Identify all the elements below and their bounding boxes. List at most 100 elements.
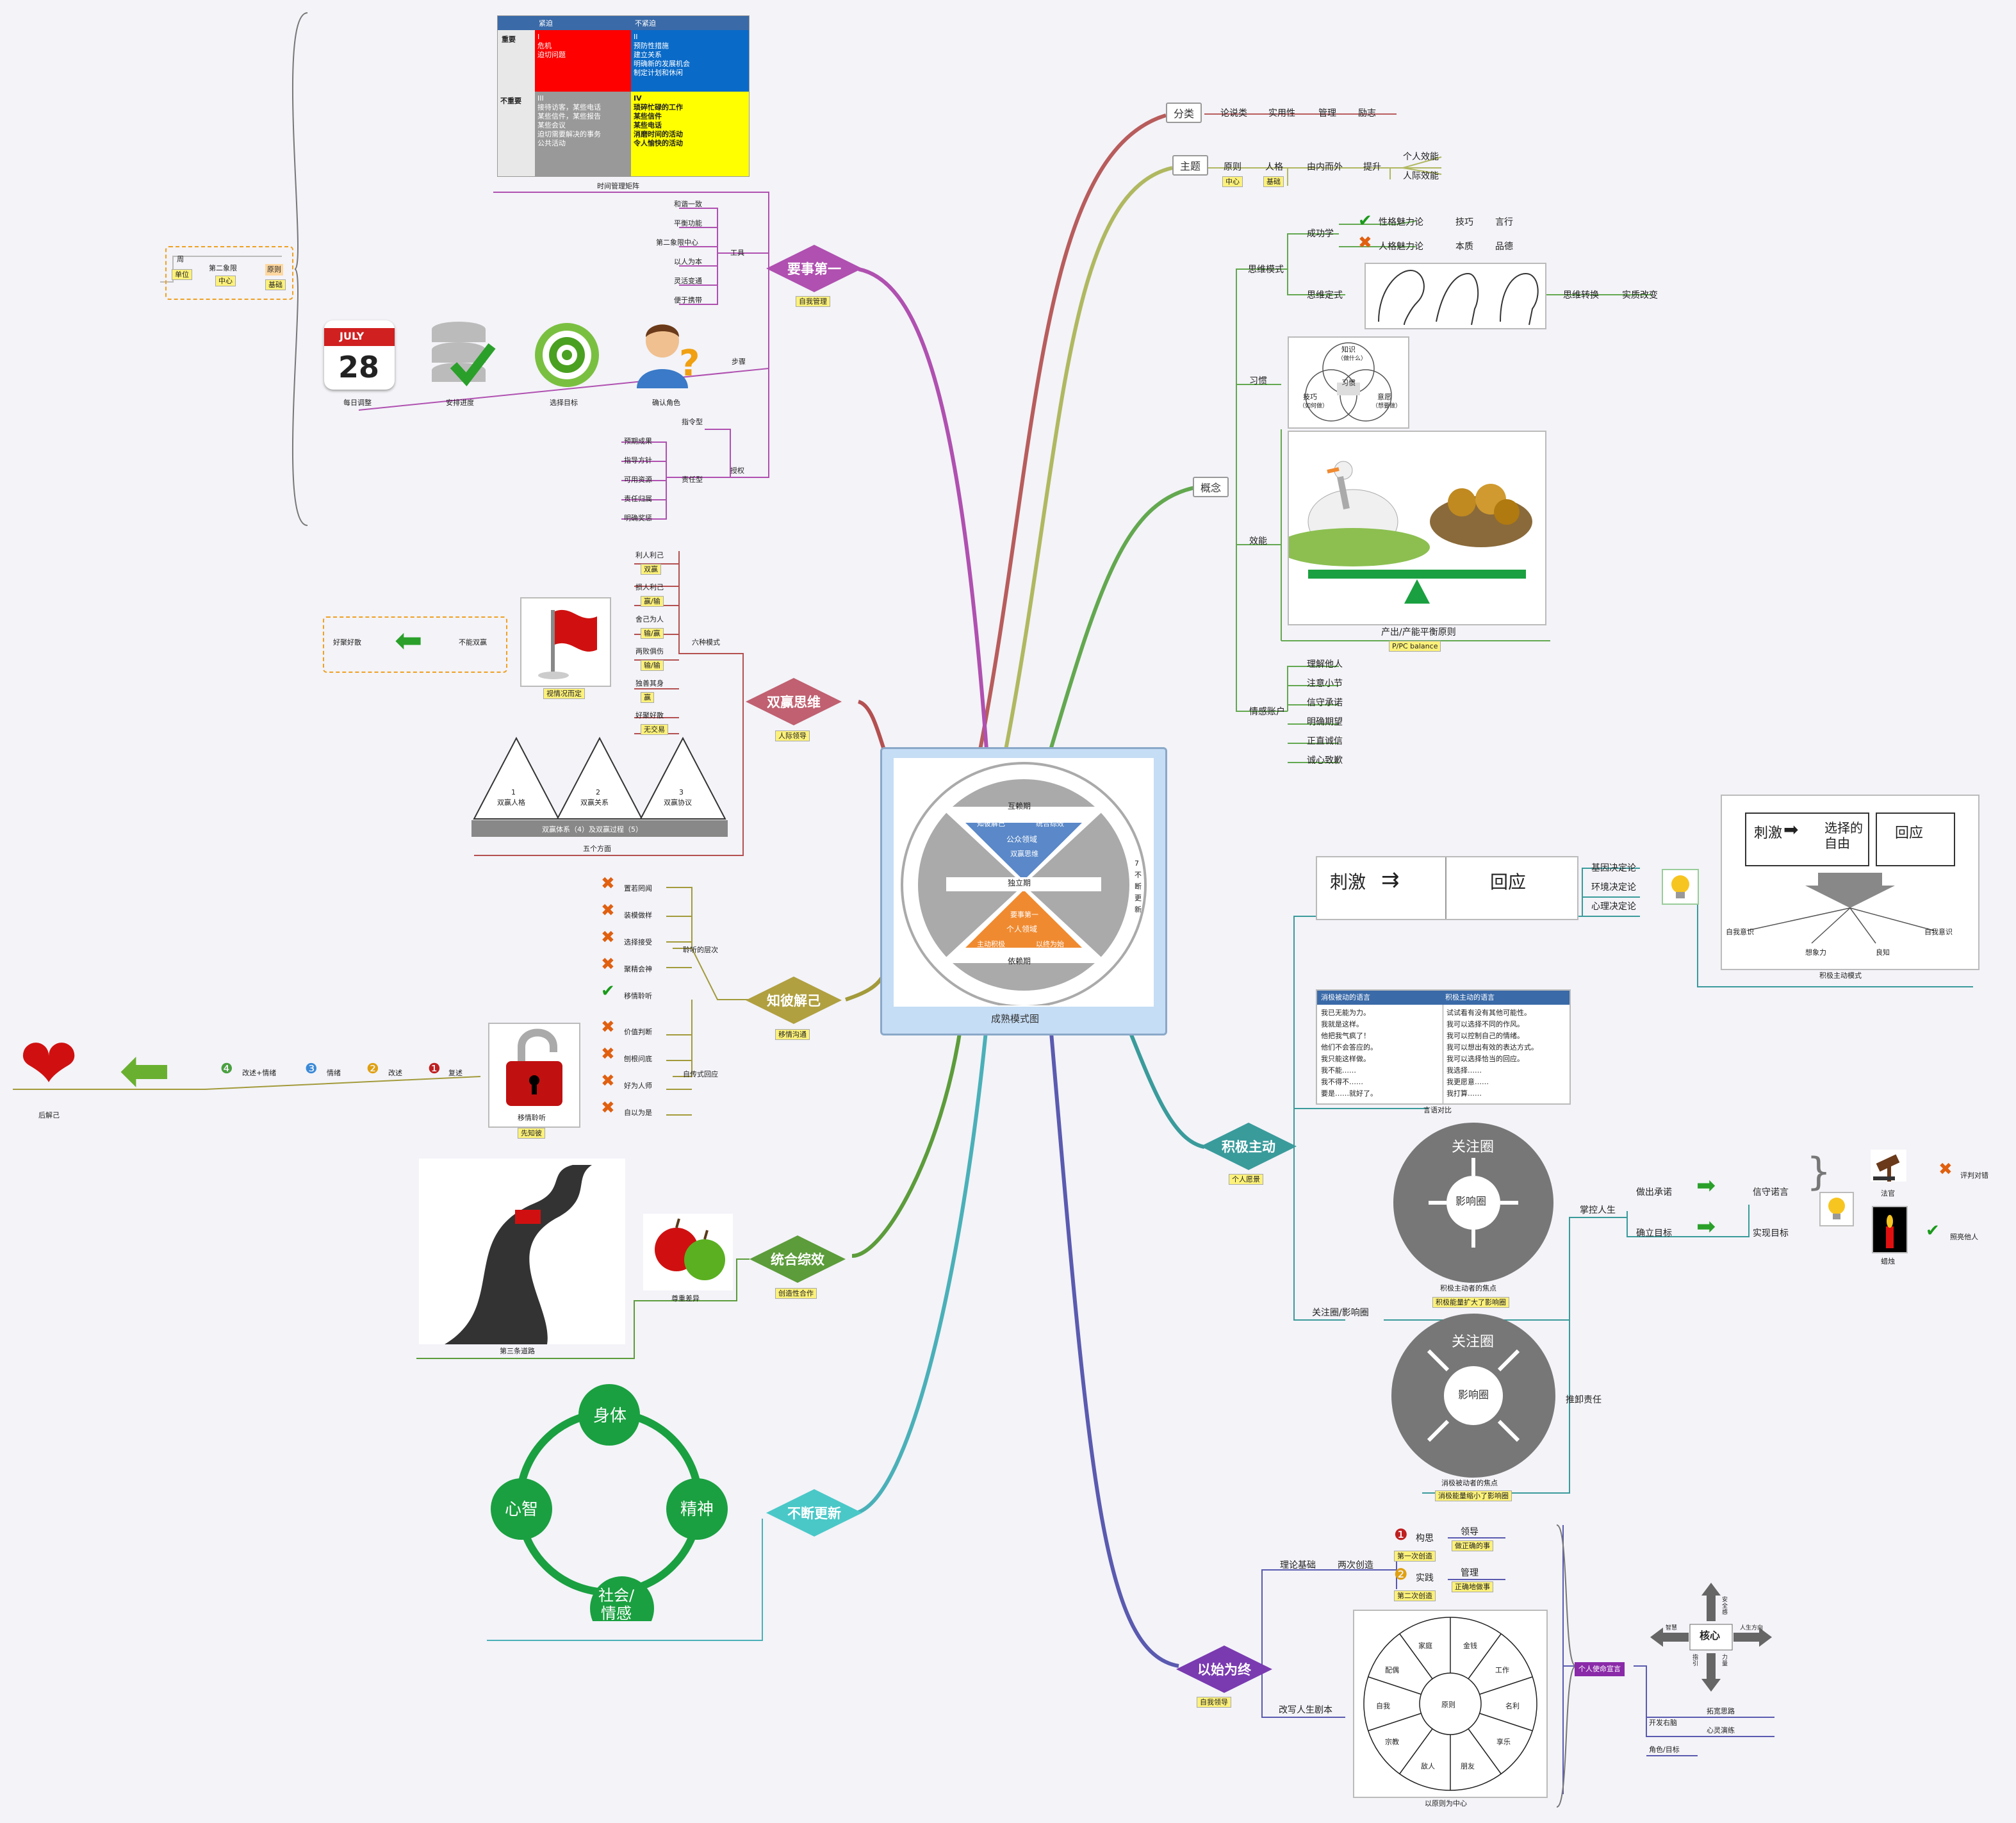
listening-level: 置若罔闻	[624, 884, 652, 893]
tag-do-things-right: 正确地做事	[1452, 1581, 1493, 1592]
step-select-goals: 选择目标	[550, 399, 578, 407]
conscience: 良知	[1876, 948, 1890, 957]
node-seek-first-to-understand[interactable]: 知彼解己	[746, 977, 842, 1024]
mindset: 思维定式	[1307, 290, 1343, 301]
cat-item: 励志	[1358, 108, 1376, 119]
cat-item: 论说类	[1220, 108, 1247, 119]
circle-concern-influence: 关注圈/影响圈	[1312, 1308, 1369, 1318]
tool-item: 以人为本	[674, 258, 702, 266]
node-put-first-things-first[interactable]: 要事第一	[766, 245, 862, 292]
node-category[interactable]: 分类	[1166, 103, 1202, 123]
no-deal-box	[323, 616, 507, 673]
guidance: 指引	[1692, 1654, 1699, 1667]
number-4-icon: ❹	[220, 1061, 233, 1077]
apples-icon	[643, 1214, 733, 1291]
cat-item: 实用性	[1268, 108, 1295, 119]
brace-icon: }	[1807, 1150, 1832, 1194]
old-young-woman-illusion	[1364, 263, 1546, 329]
renewal-cycle-diagram: 身体 精神 心智 社会/ 情感	[491, 1384, 728, 1640]
node-think-win-win[interactable]: 双赢思维	[746, 678, 842, 725]
win-win-mode-tag: 无交易	[641, 724, 668, 735]
dim-num: 1	[511, 788, 516, 796]
wheel-fame: 名利	[1505, 1702, 1520, 1710]
independent-will: 自我意识	[1924, 928, 1953, 936]
six-paradigms: 六种模式	[692, 638, 720, 647]
quadrant-2: II 预防性措施 建立关系 明确新的发展机会 制定计划和休闲	[634, 33, 690, 77]
win-win-mode: 损人利己	[635, 583, 664, 591]
judge: 法官	[1881, 1189, 1895, 1198]
virtue: 品德	[1495, 242, 1513, 252]
paradigm-shift: 思维转换	[1563, 290, 1599, 301]
reactive-energy-tag: 消极能量缩小了影响圈	[1435, 1490, 1512, 1501]
time-matrix-caption: 时间管理矩阵	[597, 182, 639, 190]
personality-ethic: 性格魅力论	[1379, 217, 1423, 227]
skills: 技巧	[1455, 217, 1473, 227]
node-synergize[interactable]: 统合综效	[750, 1235, 846, 1283]
check-icon: ✔	[601, 982, 615, 1001]
wheel-friends: 朋友	[1461, 1762, 1475, 1770]
win-win-mode: 独善其身	[635, 679, 664, 688]
red-flag-icon	[520, 597, 611, 687]
step-identify-roles: 确认角色	[652, 399, 680, 407]
effectiveness: 效能	[1249, 536, 1267, 547]
number-3-icon: ❸	[305, 1061, 318, 1077]
node-theme[interactable]: 主题	[1172, 155, 1209, 176]
venn-desire-sub: （想要做）	[1372, 403, 1402, 409]
center-panel: 互赖期 独立期 依赖期 公众领域 个人领域 知彼解己 统合综效 双赢思维 要事第…	[880, 747, 1167, 1035]
eba-item: 理解他人	[1307, 659, 1343, 670]
imagination: 想象力	[1805, 948, 1826, 957]
node-be-proactive[interactable]: 积极主动	[1201, 1123, 1297, 1170]
tag-creative-cooperation: 创造性合作	[775, 1288, 817, 1299]
security: 安全感	[1722, 1597, 1728, 1616]
tool-item: 灵活变通	[674, 277, 702, 285]
weekly-quadrant-box	[165, 246, 293, 300]
tag-do-right-thing: 做正确的事	[1452, 1540, 1493, 1551]
quadrant-two: 第二象限	[209, 264, 237, 272]
quadrant-3: III 接待访客，某些电话 某些信件，某些报告 某些会议 迫切需要解决的事务 公…	[537, 94, 601, 147]
node-concept[interactable]: 概念	[1193, 477, 1229, 497]
empathic-listening-caption: 移情聆听	[518, 1114, 546, 1122]
cross-icon: ✖	[601, 901, 615, 920]
tool-item: 和谐一致	[674, 200, 702, 208]
delegation-item: 预期成果	[624, 437, 652, 445]
psychic-determinism: 环境决定论	[1591, 882, 1636, 893]
eba-item: 明确期望	[1307, 717, 1343, 727]
mission-statement-node[interactable]: 个人使命宣言	[1575, 1662, 1625, 1676]
interpersonal-effectiveness: 人际效能	[1403, 171, 1439, 181]
social-emotional: 社会/ 情感	[598, 1587, 635, 1622]
genetic-determinism: 基因决定论	[1591, 863, 1636, 873]
power: 力量	[1722, 1654, 1728, 1667]
freedom-to-choose: 选择的自由	[1824, 820, 1863, 851]
tag-unit: 单位	[172, 269, 192, 280]
number-2-icon: ❷	[1394, 1565, 1408, 1583]
time-management-matrix: 紧迫 不紧迫 重要 不重要 I 危机 迫切问题 II 预防性措施 建立关系 明确…	[497, 15, 750, 177]
green-arrow-icon: ➡	[1696, 1173, 1716, 1199]
node-sharpen-the-saw[interactable]: 不断更新	[766, 1489, 862, 1537]
node-begin-with-end[interactable]: 以始为终	[1176, 1646, 1272, 1693]
win-win-mode: 好聚好散	[635, 711, 664, 720]
make-commitment: 做出承诺	[1636, 1187, 1672, 1198]
listening-level: 聚精会神	[624, 965, 652, 973]
essence: 本质	[1455, 242, 1473, 252]
green-arrow-icon: ➡	[1696, 1214, 1716, 1240]
wheel-spouse: 配偶	[1385, 1666, 1399, 1674]
third-alternative: 第三条道路	[500, 1347, 535, 1355]
gofer-delegation: 指令型	[682, 418, 703, 426]
personal-effectiveness: 个人效能	[1403, 152, 1439, 162]
cross-icon: ✖	[601, 955, 615, 974]
cross-icon: ✖	[601, 874, 615, 893]
proactive-lang-header: 积极主动的语言	[1445, 993, 1495, 1002]
keep-promise: 信守诺言	[1753, 1187, 1789, 1198]
roles-goals: 角色/目标	[1649, 1745, 1680, 1754]
proactive-language-list: 试试看有没有其他可能性。 我可以选择不同的作风。 我可以控制自己的情绪。 我可以…	[1446, 1009, 1538, 1098]
habit-7: 7不断更新	[1135, 859, 1142, 914]
emotion: 情绪	[327, 1069, 341, 1077]
stewardship-delegation: 责任型	[682, 475, 703, 484]
venn-skill: 技巧	[1303, 393, 1317, 401]
cross-icon: ✖	[601, 928, 615, 947]
public-victory: 公众领域	[1006, 835, 1038, 844]
lightbulb-icon	[1662, 869, 1699, 905]
tools: 工具	[730, 249, 744, 257]
autobiographical-response: 刨根问底	[624, 1055, 652, 1063]
